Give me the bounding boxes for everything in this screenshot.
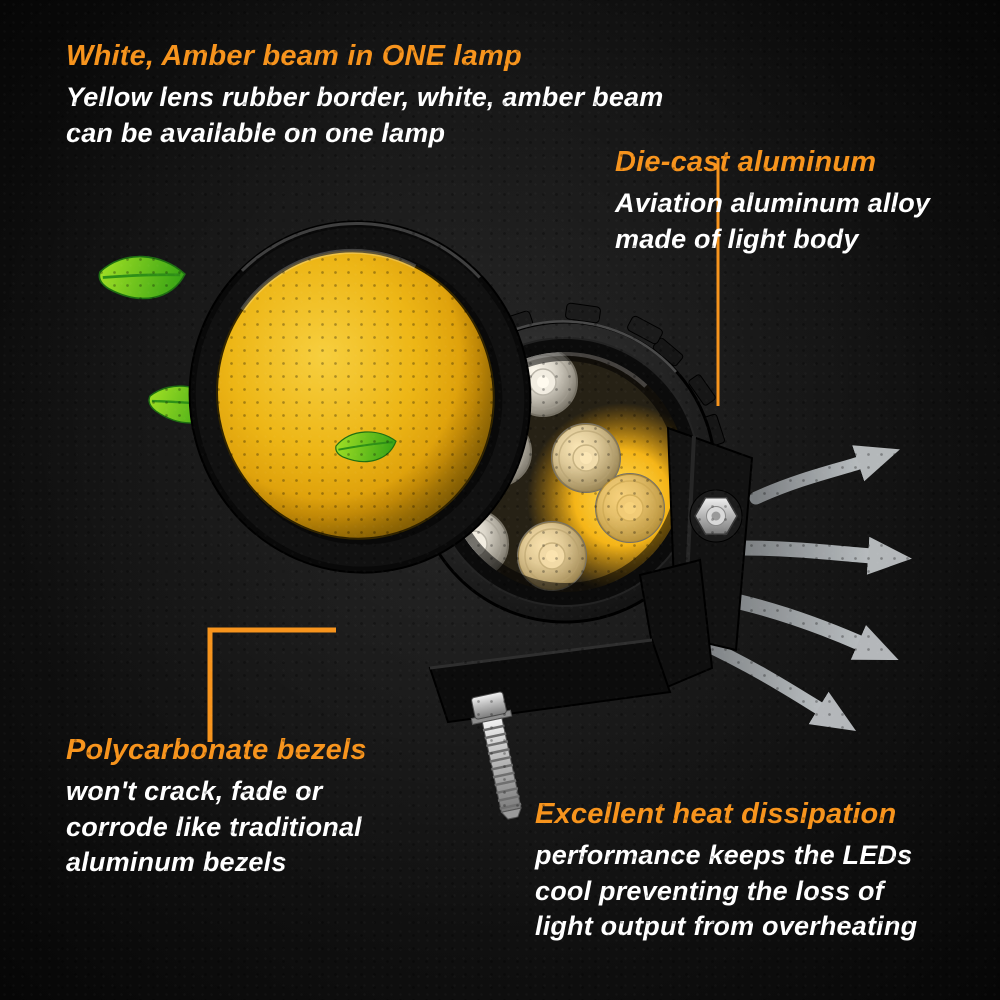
amber-led-tint: [518, 522, 586, 590]
bolt-threads: [482, 724, 522, 810]
leaf-icon: [94, 241, 189, 313]
heat-arrow-icon: [749, 445, 900, 505]
threaded-bolt: [470, 691, 522, 820]
callout-bezels-body: won't crack, fade or corrode like tradit…: [66, 776, 362, 878]
callout-aluminum-title: Die-cast aluminum: [615, 146, 877, 178]
callout-heat-body: performance keeps the LEDs cool preventi…: [535, 840, 918, 942]
heat-arrows: [693, 445, 912, 731]
amber-led-tint: [596, 474, 664, 542]
side-bolt: [694, 497, 738, 535]
leader-line-bezels: [207, 627, 336, 742]
callout-aluminum: Die-cast aluminum Aviation aluminum allo…: [615, 146, 930, 257]
callout-bezels-title: Polycarbonate bezels: [66, 734, 367, 766]
heat-arrow-icon: [734, 536, 912, 575]
callout-beam: White, Amber beam in ONE lamp Yellow len…: [66, 40, 663, 151]
amber-lens: [188, 220, 532, 574]
callout-heat-title: Excellent heat dissipation: [535, 798, 897, 830]
amber-led-tint: [552, 424, 620, 492]
callout-heat: Excellent heat dissipation performance k…: [535, 798, 917, 945]
heat-arrow-icon: [714, 590, 899, 661]
callout-aluminum-body: Aviation aluminum alloy made of light bo…: [615, 188, 931, 254]
heat-arrow-icon: [693, 635, 857, 731]
callout-beam-title: White, Amber beam in ONE lamp: [66, 40, 522, 72]
callout-bezels: Polycarbonate bezels won't crack, fade o…: [66, 734, 367, 881]
callout-beam-body: Yellow lens rubber border, white, amber …: [66, 82, 664, 148]
